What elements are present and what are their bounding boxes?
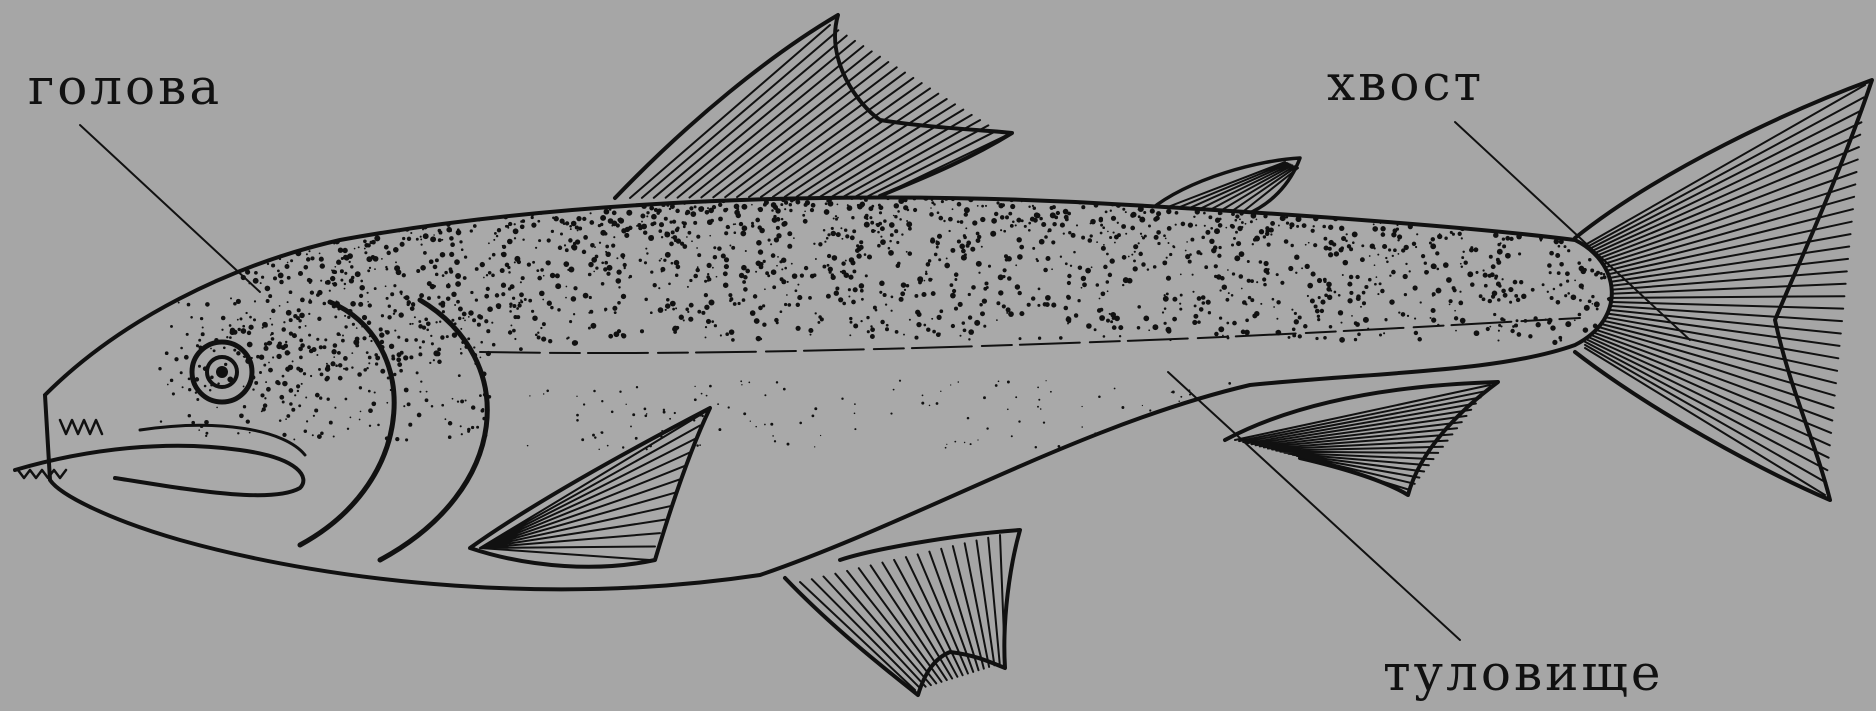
dorsal-fin [615,15,1012,198]
head-leader-line [80,125,260,292]
head-label: голова [28,62,222,112]
tail-label: хвост [1327,58,1484,108]
body-leader-line [1168,372,1460,640]
anal-fin [1225,382,1498,495]
body-label: туловище [1383,648,1664,698]
pelvic-fin [785,530,1020,695]
eye-pupil [216,366,228,378]
caudal-fin [1575,80,1872,500]
